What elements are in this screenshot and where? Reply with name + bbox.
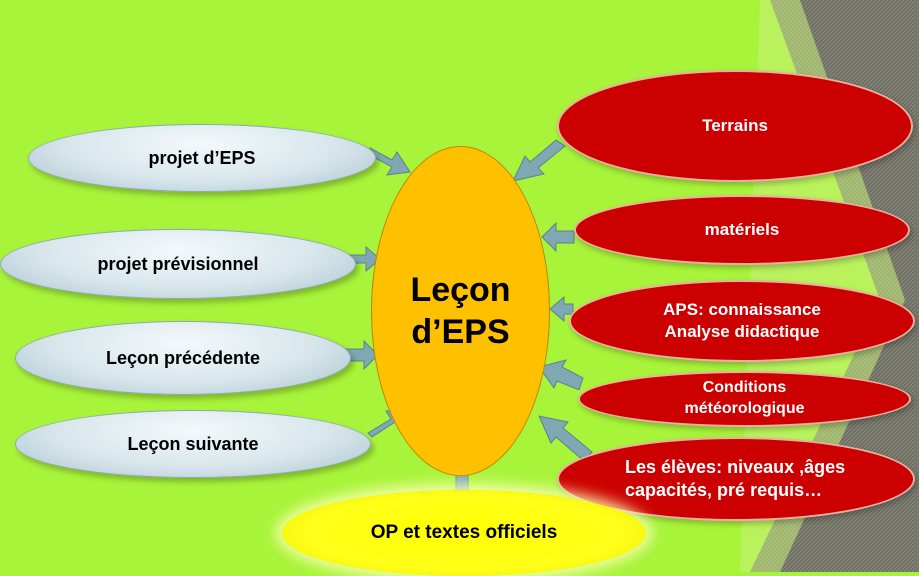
node-aps: APS: connaissance Analyse didactique bbox=[569, 280, 915, 362]
node-projet-eps: projet d’EPS bbox=[28, 124, 376, 192]
node-projet-eps-label: projet d’EPS bbox=[148, 147, 256, 168]
node-projet-previsionnel: projet prévisionnel bbox=[0, 229, 356, 299]
node-lecon-suivante-label: Leçon suivante bbox=[127, 433, 259, 454]
node-eleves: Les élèves: niveaux ,âges capacités, pré… bbox=[557, 437, 915, 521]
node-lecon-suivante: Leçon suivante bbox=[15, 410, 371, 478]
node-materiels-label: matériels bbox=[704, 219, 780, 239]
node-terrains-label: Terrains bbox=[702, 115, 768, 135]
node-eleves-line1: Les élèves: niveaux ,âges bbox=[625, 456, 846, 477]
node-eleves-line2: capacités, pré requis… bbox=[625, 480, 823, 500]
node-lecon-eps-line1: Leçon bbox=[410, 270, 511, 309]
arrow-from-conditions bbox=[538, 359, 584, 391]
node-materiels: matériels bbox=[574, 195, 910, 265]
arrow-from-materiels bbox=[541, 221, 575, 253]
node-lecon-eps-line2: d’EPS bbox=[411, 313, 510, 351]
node-aps-line1: APS: connaissance bbox=[663, 299, 821, 319]
node-aps-line2: Analyse didactique bbox=[664, 322, 820, 341]
node-conditions-line2: météorologique bbox=[684, 400, 805, 417]
arrow-from-eleves bbox=[538, 415, 593, 462]
node-op-textes-label: OP et textes officiels bbox=[370, 522, 558, 543]
node-terrains: Terrains bbox=[557, 70, 913, 182]
node-lecon-precedente: Leçon précédente bbox=[15, 321, 351, 395]
node-projet-previsionnel-label: projet prévisionnel bbox=[97, 253, 259, 274]
arrow-from-terrains bbox=[512, 139, 566, 182]
node-lecon-precedente-label: Leçon précédente bbox=[105, 347, 261, 368]
node-conditions-line1: Conditions bbox=[702, 379, 787, 397]
node-op-textes: OP et textes officiels bbox=[282, 490, 646, 576]
node-lecon-eps: Leçon d’EPS bbox=[371, 146, 550, 476]
node-conditions: Conditions météorologique bbox=[578, 371, 911, 427]
